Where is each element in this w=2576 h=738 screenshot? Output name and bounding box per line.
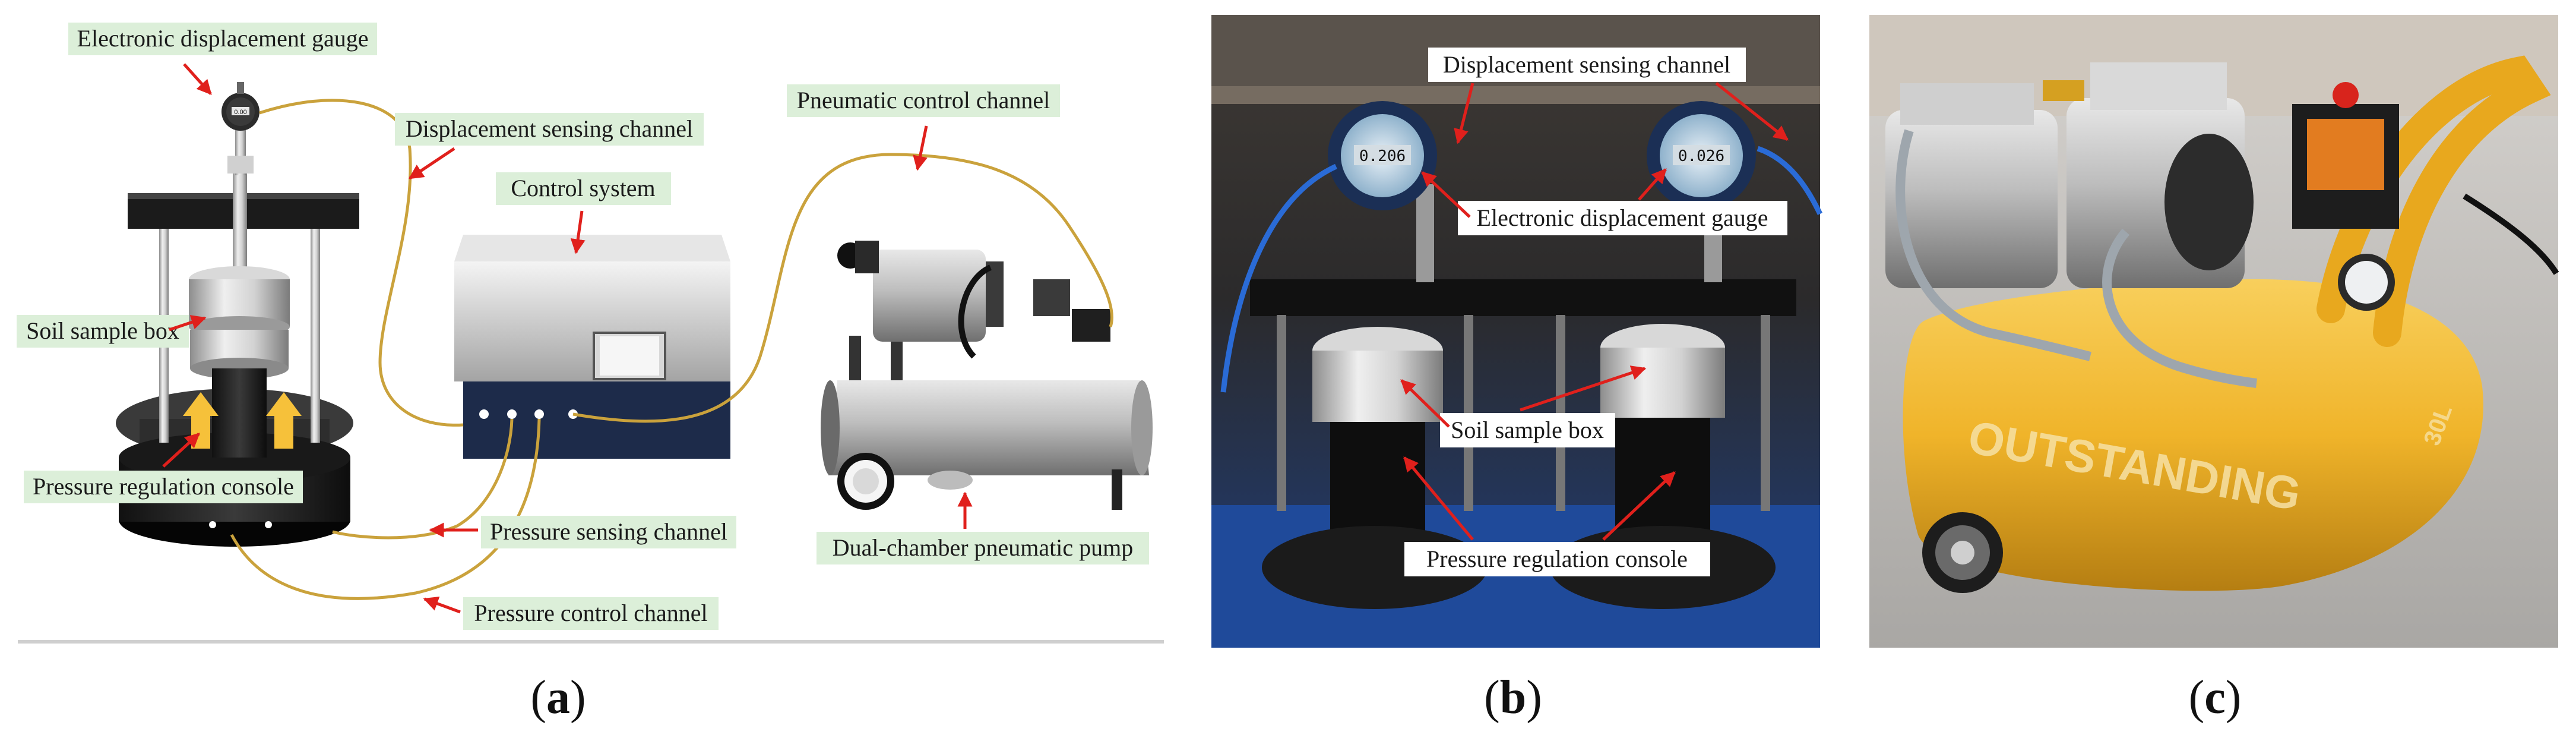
control-system-screen — [600, 336, 659, 376]
pump-motor — [873, 250, 986, 342]
caption-c-open: ( — [2189, 671, 2205, 724]
pneumatic-control-channel-line — [572, 153, 1113, 423]
compressor-red-button — [2333, 82, 2359, 108]
arrow-to-disp-channel — [408, 147, 455, 180]
caption-a-letter: a — [546, 671, 570, 724]
pressure-control-channel-line — [230, 418, 541, 600]
port-1 — [479, 409, 489, 419]
channels — [230, 99, 1113, 600]
control-system-box — [454, 235, 730, 459]
label-pressure-regulation-console: Pressure regulation console — [33, 473, 294, 500]
compressor-tank — [1903, 279, 2483, 591]
svg-text:(b): (b) — [1484, 671, 1542, 724]
port-3 — [534, 409, 544, 419]
gauge-readout: 0.00 — [234, 109, 246, 116]
caption-a-close: ) — [570, 671, 586, 724]
console-port-1 — [209, 521, 216, 528]
label-b-displacement-sensing-channel: Displacement sensing channel — [1443, 51, 1730, 78]
panel-c-photo: OUTSTANDING 30L — [1869, 15, 2559, 648]
panel-a-schematic: 0.00 — [17, 23, 1164, 644]
console-port-2 — [265, 521, 272, 528]
arrow-to-control-system — [570, 210, 586, 254]
label-pressure-sensing-channel: Pressure sensing channel — [490, 518, 727, 545]
labels-panel-a: Electronic displacement gauge Displaceme… — [17, 23, 1149, 630]
caption-b-letter: b — [1500, 671, 1527, 724]
arrow-to-console — [162, 433, 200, 468]
label-pressure-control-channel: Pressure control channel — [474, 600, 707, 626]
label-b-soil-sample-box: Soil sample box — [1451, 417, 1604, 443]
caption-c-letter: c — [2204, 671, 2226, 724]
control-system-console — [463, 381, 730, 459]
gauge-right-readout: 0.026 — [1678, 147, 1724, 165]
pressure-arrow-right — [266, 392, 302, 449]
pneumatic-pump-drawing — [821, 241, 1153, 510]
displacement-sensing-channel-line — [259, 99, 464, 427]
label-displacement-sensing-channel: Displacement sensing channel — [406, 115, 693, 142]
svg-text:(c): (c) — [2189, 671, 2242, 724]
pressure-sensing-channel-line — [332, 418, 514, 540]
right-pillar — [311, 229, 320, 443]
arrow-to-gauge — [183, 63, 212, 95]
caption-a: (a) — [530, 671, 586, 724]
arrows-panel-a — [162, 63, 973, 614]
caption-b-close: ) — [1526, 671, 1542, 724]
photo-b-crossbar — [1250, 279, 1796, 316]
label-control-system: Control system — [511, 175, 655, 201]
soil-test-apparatus: 0.00 — [116, 82, 359, 547]
caption-a-open: ( — [530, 671, 546, 724]
caption-c: (c) — [2189, 671, 2242, 724]
svg-text:(a): (a) — [530, 671, 586, 724]
arrow-to-pneu-channel — [913, 125, 928, 171]
arrow-to-pressure-control — [423, 597, 461, 614]
label-electronic-displacement-gauge: Electronic displacement gauge — [77, 25, 369, 52]
caption-c-close: ) — [2226, 671, 2242, 724]
label-pneumatic-control-channel: Pneumatic control channel — [797, 87, 1050, 113]
label-b-electronic-displacement-gauge: Electronic displacement gauge — [1477, 204, 1768, 231]
caption-b-open: ( — [1484, 671, 1500, 724]
panel-b-photo: 0.206 0.026 Displacement sensing channel… — [1211, 15, 1823, 648]
caption-b: (b) — [1484, 671, 1542, 724]
port-2 — [507, 409, 517, 419]
gauge-left-readout: 0.206 — [1359, 147, 1406, 165]
label-dual-chamber-pneumatic-pump: Dual-chamber pneumatic pump — [833, 534, 1133, 561]
label-soil-sample-box: Soil sample box — [26, 317, 179, 344]
arrow-to-soil-box — [169, 315, 207, 332]
label-b-pressure-regulation-console: Pressure regulation console — [1426, 545, 1688, 572]
